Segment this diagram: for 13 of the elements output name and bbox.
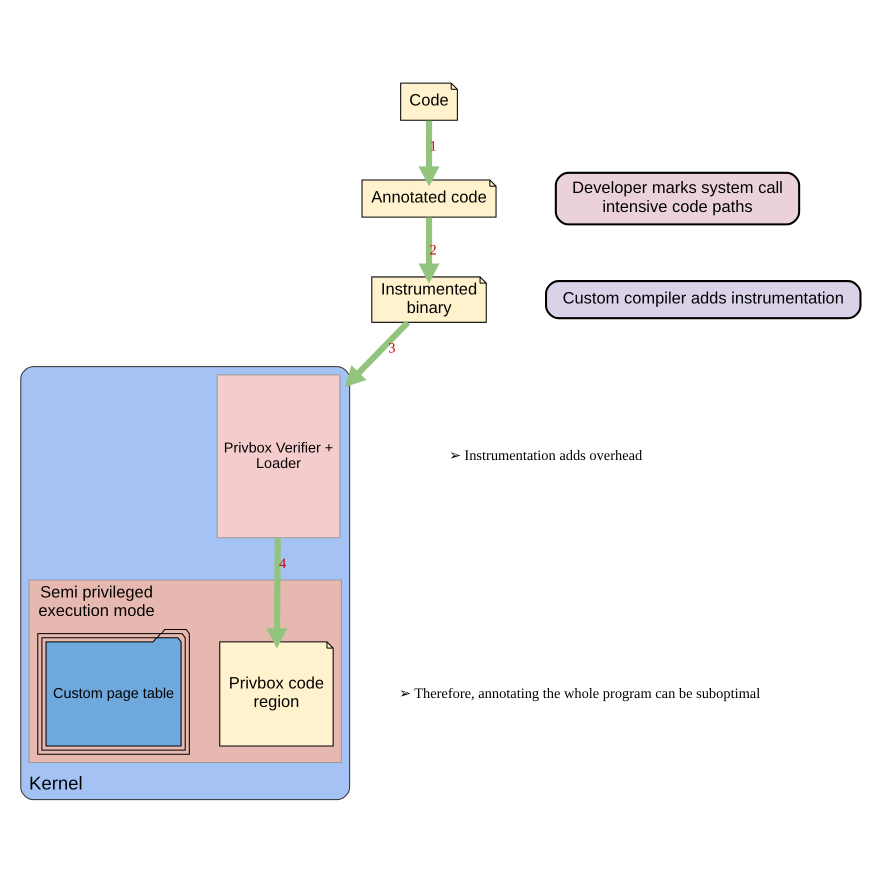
label: ➢ Instrumentation adds overhead xyxy=(448,448,642,464)
arrow xyxy=(266,538,288,648)
node-box: Developer marks system call intensive code paths xyxy=(554,171,800,225)
arrow xyxy=(418,216,440,284)
label: ➢ Therefore, annotating the whole program can be suboptimal xyxy=(398,685,760,702)
edge-label: 4 xyxy=(279,555,286,572)
edge-label: 3 xyxy=(388,340,396,356)
node-box: Custom compiler adds instrumentation xyxy=(545,280,862,319)
edge-label: 1 xyxy=(430,138,437,154)
arrow xyxy=(345,320,410,386)
arrow xyxy=(418,120,440,186)
node-box: Privbox Verifier + Loader xyxy=(216,374,340,538)
edge-label: 2 xyxy=(430,242,437,258)
